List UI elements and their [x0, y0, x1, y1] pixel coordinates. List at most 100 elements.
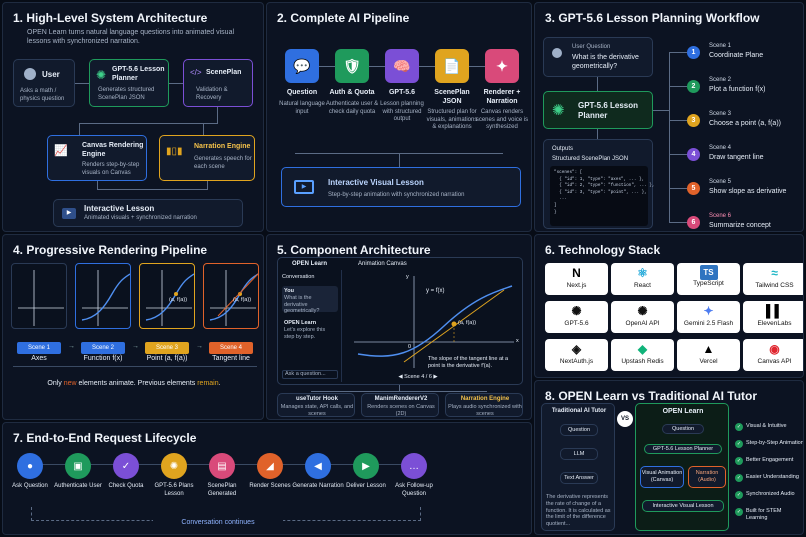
canvas-title: Animation Canvas [358, 261, 407, 267]
scene-desc: Show slope as derivative [709, 188, 787, 195]
panel-ai-pipeline: 2. Complete AI Pipeline 💬 Question Natur… [266, 2, 532, 232]
column-title: OPEN Learn [662, 408, 704, 415]
planner-box: ✺ GPT-5.6 Lesson Planner [543, 91, 653, 129]
ask-input[interactable]: Ask a question... [282, 370, 338, 379]
lifecycle-step-icon: ▤ [209, 453, 235, 479]
pipeline-step-desc: Authenticate user & check daily quota [325, 101, 379, 115]
scene-label: Point (a, f(a)) [146, 355, 188, 362]
check-icon: ✓ [735, 423, 743, 431]
scene-label: Function f(x) [83, 355, 123, 362]
tech-card: ⚛ React [611, 263, 674, 295]
point-label: (a, f(a)) [233, 297, 252, 303]
panel-title: 8. OPEN Learn vs Traditional AI Tutor [545, 389, 758, 403]
lifecycle-step-icon: ✺ [161, 453, 187, 479]
lifecycle-step-icon: ● [17, 453, 43, 479]
scene-title: Scene 3 [709, 111, 732, 117]
scene-label: Tangent line [212, 355, 250, 362]
scene-title: Scene 6 [709, 213, 732, 219]
scene-number: 6 [687, 216, 700, 229]
loop-label: Conversation continues [153, 519, 283, 528]
tech-label: TypeScript [693, 280, 724, 287]
tech-card: ◈ NextAuth.js [545, 339, 608, 371]
lifecycle-step-label: Ask Question [12, 483, 48, 489]
tech-card: TS TypeScript [677, 263, 740, 295]
tech-logo-icon: TS [699, 265, 718, 280]
check-icon: ✓ [735, 491, 743, 499]
tech-label: NextAuth.js [559, 358, 594, 365]
lifecycle-step-icon: ▶ [353, 453, 379, 479]
node-title: ScenePlan [206, 69, 242, 76]
prev-button[interactable]: ◀ [398, 374, 405, 380]
tech-card: ✺ OpenAI API [611, 301, 674, 333]
panel-system-architecture: 1. High-Level System Architecture OPEN L… [2, 2, 264, 232]
audio-wave-icon: ▮▯▮ [166, 146, 183, 157]
panel-request-lifecycle: 7. End-to-End Request Lifecycle ● Ask Qu… [2, 422, 532, 535]
node-desc: Renders step-by-step visuals on Canvas [82, 162, 140, 176]
pipeline-step-desc: Natural language input [279, 101, 325, 115]
pipeline-step-desc: Lesson planning with structured output [380, 101, 424, 122]
code-icon: </> [190, 68, 202, 77]
planner-node: ✺ GPT-5.6 Lesson Planner Generates struc… [89, 59, 169, 107]
scene-preview [75, 263, 131, 329]
lifecycle-step-label: Ask Follow-up Question [395, 483, 433, 497]
tech-card: ▲ Vercel [677, 339, 740, 371]
user-message: You What is the derivative geometrically… [282, 286, 338, 314]
render-note: Only new elements animate. Previous elem… [47, 380, 221, 387]
tech-logo-icon: ✺ [571, 304, 582, 318]
trad-answer-text: The derivative represents the rate of ch… [546, 494, 611, 528]
node-title: Narration Engine [194, 143, 251, 150]
benefit-item: Synchronized Audio [746, 491, 795, 497]
node-desc: Generates speech for each scene [194, 156, 252, 170]
scene-badge: Scene 4 [209, 342, 253, 354]
tech-logo-icon: ▌▌ [765, 304, 783, 318]
tech-card: ◉ Canvas API [743, 339, 803, 371]
code-line: } [554, 209, 557, 215]
openai-icon: ✺ [552, 102, 565, 119]
pipeline-step-title: Question [286, 89, 318, 96]
lifecycle-step-label: ScenePlan Generated [207, 483, 237, 497]
tech-logo-icon: ✦ [703, 304, 714, 318]
scene-badge: Scene 2 [81, 342, 125, 354]
node-title: Canvas Rendering Engine [82, 142, 144, 158]
code-line: { "id": 1, "type": "axes", ... }, [554, 176, 645, 182]
component-card: useTutor Hook Manages state, API calls, … [277, 393, 355, 417]
panel-lesson-workflow: 3. GPT-5.6 Lesson Planning Workflow User… [534, 2, 804, 232]
scene-desc: Plot a function f(x) [709, 86, 766, 93]
lifecycle-step-label: Generate Narration [292, 483, 344, 489]
lifecycle-step-icon: … [401, 453, 427, 479]
benefit-item: Built for STEM Learning [746, 508, 782, 521]
pipeline-step-title: ScenePlan JSON [434, 89, 470, 105]
next-button[interactable]: ▶ [431, 374, 438, 380]
scene-label: Axes [31, 355, 47, 362]
openlearn-column: OPEN Learn Question GPT-5.6 Lesson Plann… [635, 403, 729, 531]
flow-lesson: Interactive Visual Lesson [642, 500, 724, 512]
user-icon [552, 48, 562, 58]
panel-title: 5. Component Architecture [277, 243, 431, 257]
tech-card: N Next.js [545, 263, 608, 295]
pipeline-step-title: GPT-5.6 [388, 89, 416, 96]
tech-card: ◆ Upstash Redis [611, 339, 674, 371]
scene-number: 2 [687, 80, 700, 93]
planner-title: GPT-5.6 Lesson Planner [578, 101, 639, 120]
node-desc: Generates structured ScenePlan JSON [98, 87, 155, 101]
equation-label: y = f(x) [426, 288, 445, 294]
tech-logo-icon: ⚛ [637, 266, 648, 280]
tech-label: React [634, 282, 651, 289]
benefit-item: Better Engagement [746, 457, 794, 463]
node-title: GPT-5.6 Lesson Planner [112, 66, 165, 82]
question-label: User Question [572, 44, 611, 50]
code-line: ] [554, 202, 557, 208]
openai-icon: ✺ [96, 68, 107, 82]
scene-controls[interactable]: ◀ Scene 4 / 6 ▶ [398, 374, 438, 380]
scene-desc: Summarize concept [709, 222, 771, 229]
flow-narration: Narration (Audio) [688, 466, 726, 488]
scene-title: Scene 2 [709, 77, 732, 83]
node-desc: Asks a math / physics question [20, 88, 65, 102]
scene-desc: Coordinate Plane [709, 52, 764, 59]
scene-number: 4 [687, 148, 700, 161]
panel-tech-stack: 6. Technology Stack N Next.js ⚛ React TS… [534, 234, 804, 378]
lifecycle-step-label: Deliver Lesson [346, 483, 386, 489]
lifecycle-step-icon: ✓ [113, 453, 139, 479]
arrow-icon: → [68, 343, 75, 350]
